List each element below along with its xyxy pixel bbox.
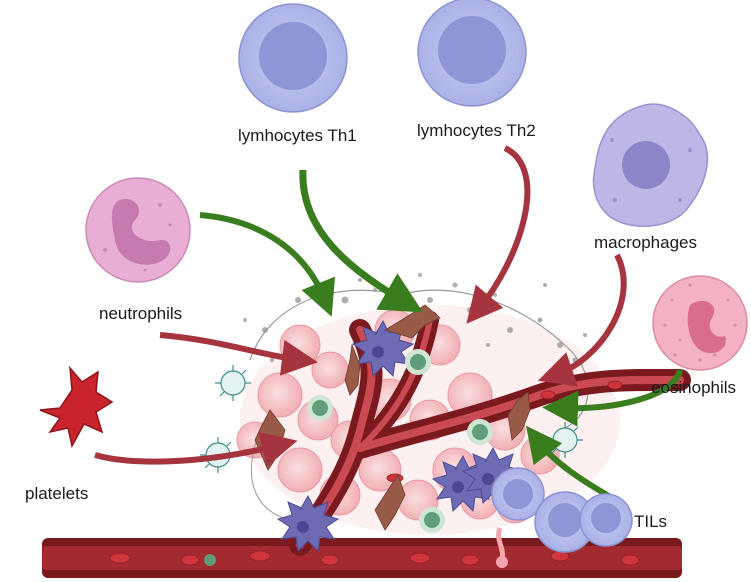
- platelet-cell: [39, 365, 114, 449]
- migration-arrows: [94, 145, 683, 503]
- arrow-macrophages: [537, 253, 627, 387]
- arrow-th2: [466, 145, 531, 324]
- lymphocyte-th1-cell: [238, 3, 348, 113]
- arrow-neutrophils-red: [159, 332, 318, 376]
- arrow-neutrophils: [199, 212, 336, 317]
- arrow-platelets: [94, 431, 298, 467]
- label-eosinophils: eosinophils: [651, 378, 737, 397]
- label-platelets: platelets: [25, 484, 89, 503]
- eosinophil-cell: [652, 275, 748, 371]
- arrow-eosinophils: [542, 369, 683, 427]
- label-th2: lymhocytes Th2: [417, 121, 536, 140]
- label-neutrophils: neutrophils: [99, 304, 183, 323]
- neutrophil-cell: [85, 177, 191, 283]
- arrow-th1: [299, 169, 424, 313]
- macrophage-cell: [592, 103, 709, 227]
- label-tils: TILs: [634, 512, 668, 531]
- label-th1: lymhocytes Th1: [238, 126, 357, 145]
- tils-cells: [491, 467, 633, 553]
- label-macrophages: macrophages: [594, 233, 698, 252]
- lymphocyte-th2-cell: [417, 0, 527, 107]
- tumor-infiltrating-cells: [200, 304, 583, 553]
